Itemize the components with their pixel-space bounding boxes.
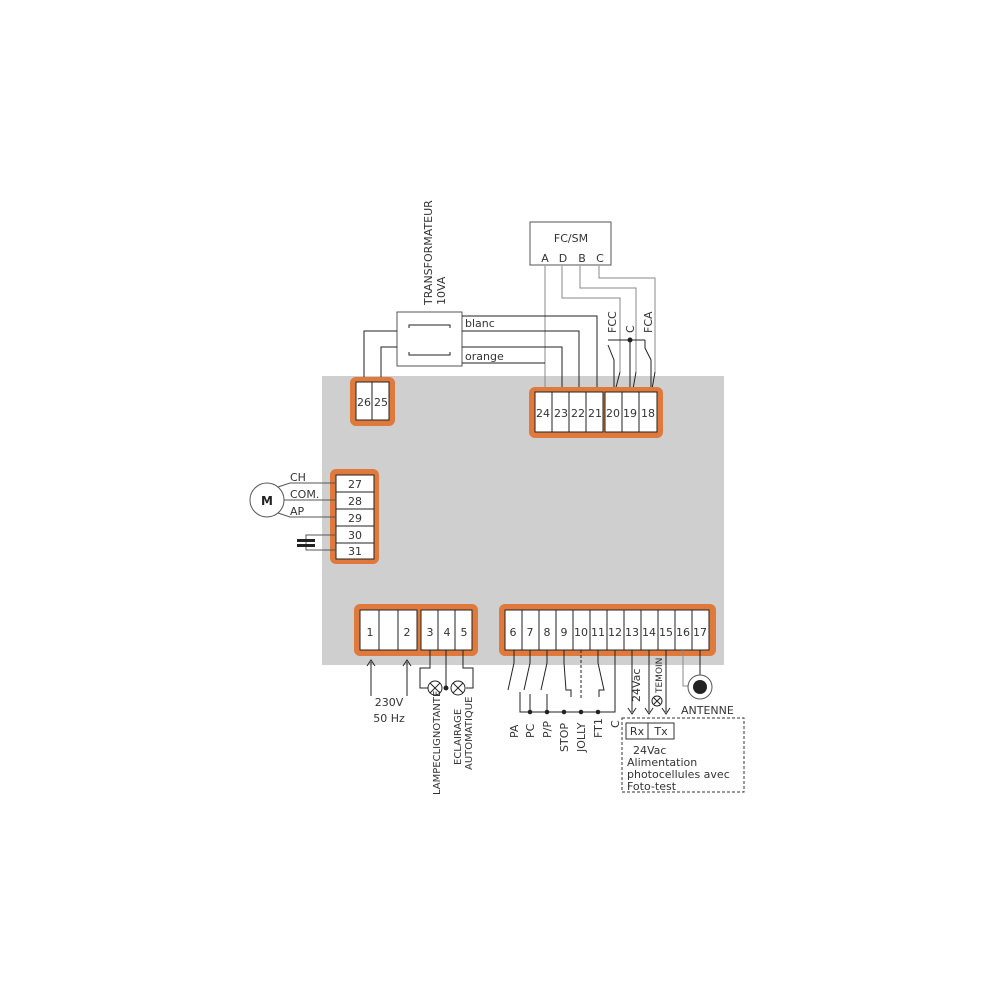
svg-text:STOP: STOP [558,723,571,752]
svg-text:13: 13 [625,626,639,639]
svg-text:22: 22 [571,407,585,420]
svg-text:17: 17 [693,626,707,639]
svg-text:30: 30 [348,529,362,542]
svg-text:M: M [261,494,273,508]
svg-text:C: C [609,720,622,728]
svg-text:27: 27 [348,478,362,491]
svg-text:3: 3 [427,626,434,639]
svg-text:Tx: Tx [653,725,668,738]
svg-text:20: 20 [606,407,620,420]
svg-text:11: 11 [591,626,605,639]
svg-text:9: 9 [561,626,568,639]
svg-text:230V: 230V [375,696,404,709]
svg-text:TEMOIN: TEMOIN [655,658,665,694]
svg-text:COM.: COM. [290,488,319,501]
terminal-block-6-17: 6 7 8 9 10 11 12 13 14 15 16 17 [499,604,716,656]
svg-text:ANTENNE: ANTENNE [681,704,734,717]
svg-text:LAMPECLIGNOTANTE: LAMPECLIGNOTANTE [432,691,443,795]
svg-text:Alimentation: Alimentation [627,756,697,769]
svg-text:B: B [578,252,586,265]
terminal-block-motor: 27 28 29 30 31 [330,469,379,564]
svg-text:31: 31 [348,545,362,558]
motor-symbol: M [249,482,285,518]
svg-text:16: 16 [676,626,690,639]
svg-text:24Vac: 24Vac [633,744,666,757]
svg-text:23: 23 [554,407,568,420]
svg-text:PC: PC [524,723,537,738]
svg-text:A: A [541,252,549,265]
fcsm-box: FC/SM A D B C [529,221,612,266]
svg-text:28: 28 [348,495,362,508]
svg-text:FCA: FCA [642,311,655,333]
svg-text:6: 6 [510,626,517,639]
svg-text:25: 25 [374,396,388,409]
svg-text:1: 1 [367,626,374,639]
svg-text:TRANSFORMATEUR: TRANSFORMATEUR [422,200,435,306]
svg-text:CH: CH [290,471,306,484]
terminal-block-24-18: 24 23 22 21 20 19 18 [529,387,663,438]
svg-text:blanc: blanc [465,317,495,330]
svg-text:24Vac: 24Vac [630,669,643,702]
svg-text:PA: PA [508,724,521,738]
svg-text:photocellules avec: photocellules avec [627,768,730,781]
svg-text:JOLLY: JOLLY [575,722,588,753]
svg-text:18: 18 [641,407,655,420]
svg-text:8: 8 [544,626,551,639]
svg-text:2: 2 [404,626,411,639]
svg-text:50 Hz: 50 Hz [373,712,405,725]
svg-text:AP: AP [290,505,305,518]
svg-text:Rx: Rx [630,725,645,738]
svg-text:12: 12 [608,626,622,639]
svg-text:4: 4 [444,626,451,639]
svg-text:26: 26 [357,396,371,409]
svg-text:7: 7 [527,626,534,639]
svg-text:FCC: FCC [606,311,619,333]
terminal-block-26-25: 26 25 [350,377,395,426]
svg-text:orange: orange [465,350,504,363]
svg-text:D: D [559,252,567,265]
svg-text:FT1: FT1 [592,718,605,738]
svg-text:24: 24 [536,407,550,420]
transformer [396,311,463,367]
svg-text:21: 21 [588,407,602,420]
svg-text:5: 5 [461,626,468,639]
svg-text:P/P: P/P [541,721,554,738]
svg-text:C: C [596,252,604,265]
svg-text:29: 29 [348,512,362,525]
svg-text:14: 14 [642,626,656,639]
terminal-block-1-5: 1 2 3 4 5 [354,604,478,656]
svg-text:Foto-test: Foto-test [627,780,677,793]
svg-text:C: C [624,325,637,333]
svg-text:ECLAIRAGE: ECLAIRAGE [453,709,464,765]
svg-text:10: 10 [574,626,588,639]
svg-text:19: 19 [623,407,637,420]
svg-text:15: 15 [659,626,673,639]
svg-text:10VA: 10VA [435,276,448,305]
svg-text:AUTOMATIQUE: AUTOMATIQUE [464,697,475,770]
photocells-box: Rx Tx 24Vac Alimentation photocellules a… [621,717,745,793]
svg-text:FC/SM: FC/SM [554,232,588,245]
